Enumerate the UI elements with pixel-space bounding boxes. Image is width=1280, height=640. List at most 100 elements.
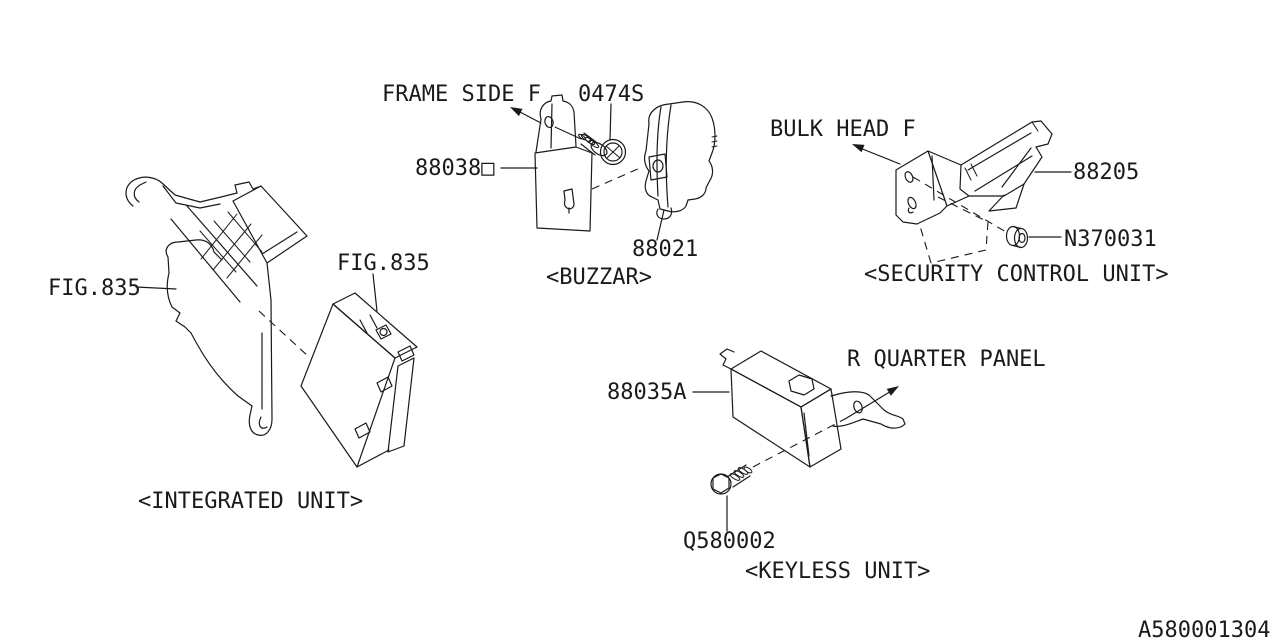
- security-hidden-edge-1: [937, 196, 989, 223]
- module-connector-2: [376, 376, 393, 393]
- keyless-hex-recess: [788, 374, 815, 396]
- keyless-front-face: [730, 368, 811, 468]
- buzzer-88021-label: 88021: [632, 237, 698, 262]
- security-hidden-edge-4: [919, 225, 932, 264]
- security-unit-outline: [959, 120, 1053, 197]
- keyless-left-notch: [719, 348, 735, 370]
- quarter-panel-arrow-shaft: [844, 389, 894, 420]
- bracket-crosshatch-5: [212, 223, 252, 271]
- bracket-right-edge-leg: [248, 262, 273, 436]
- buzzer-88021-drawing: [643, 101, 718, 220]
- label-0474s-leader: [609, 103, 612, 141]
- buzzer-bracket-slot: [563, 188, 575, 210]
- bracket-arm-underside: [162, 185, 221, 209]
- module-top-tick-2: [369, 314, 378, 329]
- bracket-crosshatch-1: [199, 230, 237, 273]
- buzzer-inner-contour-2: [665, 104, 672, 208]
- buzzer-caption: <BUZZAR>: [546, 265, 652, 290]
- module-top-connector-square: [375, 324, 392, 340]
- security-control-unit-section: BULK HEAD F 88205 N370031 <SECURITY CONT…: [770, 117, 1169, 287]
- module-front-face: [300, 303, 396, 468]
- security-unit-tick-1: [964, 167, 972, 181]
- bracket-top-panel: [232, 185, 308, 264]
- screw-shaft-bottom: [580, 143, 596, 156]
- buzzer-section: FRAME SIDE F 0474S 88038□ 88021 <BUZZAR>: [382, 82, 718, 290]
- keyless-unit-caption: <KEYLESS UNIT>: [745, 559, 930, 584]
- bolt-thread-2: [733, 470, 745, 478]
- bracket-arm-inner: [133, 181, 147, 203]
- screw-head-outer: [599, 138, 627, 166]
- security-unit-inner-1: [967, 132, 1032, 171]
- security-unit-tick-2: [970, 163, 978, 177]
- integrated-module-drawing: [300, 292, 418, 468]
- keyless-right-face: [800, 388, 842, 468]
- screw-axis-line: [554, 126, 582, 140]
- screw-0474s-label: 0474S: [578, 82, 644, 107]
- security-bracket-drawing: [895, 150, 948, 225]
- fig-835-left-leader: [135, 286, 177, 290]
- bracket-crosshatch-2: [213, 220, 251, 263]
- bracket-left-lobe: [165, 239, 223, 334]
- fig-835-left-label: FIG.835: [48, 276, 141, 301]
- integrated-bracket-drawing: [125, 176, 308, 436]
- security-assembly-dashed-axis: [912, 176, 1007, 233]
- security-unit-step: [1031, 121, 1039, 132]
- bolt-thread-1: [729, 473, 741, 481]
- fig-835-right-label: FIG.835: [337, 251, 430, 276]
- label-88021-leader: [656, 209, 665, 241]
- buzzer-bracket-drawing: [534, 94, 593, 232]
- buzzer-bracket-flange: [539, 94, 577, 147]
- module-top-tick-1: [359, 319, 368, 334]
- bulk-head-arrow-head: [852, 144, 865, 153]
- nut-edge-bottom: [1012, 244, 1022, 249]
- buzzer-assembly-dashed-line: [591, 167, 641, 190]
- security-control-unit-caption: <SECURITY CONTROL UNIT>: [864, 262, 1169, 287]
- integrated-unit-caption: <INTEGRATED UNIT>: [138, 489, 363, 514]
- frame-side-f-label: FRAME SIDE F: [382, 82, 541, 107]
- buzzer-clamp-hole: [652, 159, 664, 173]
- security-unit-inner-2: [974, 155, 1033, 192]
- buzzer-serration-3: [711, 145, 718, 148]
- bracket-lower-left-curve: [190, 332, 253, 407]
- module-connector-3: [354, 422, 371, 439]
- bolt-q580002-label: Q580002: [683, 529, 776, 554]
- frame-side-arrow-head: [510, 107, 523, 117]
- keyless-front-inner-line: [803, 412, 810, 457]
- bracket-band-edge-1: [186, 205, 258, 287]
- security-plate: [895, 150, 948, 225]
- bracket-88038-label: 88038□: [415, 156, 495, 181]
- screw-head-inner: [603, 142, 623, 162]
- security-plate-hole-2: [907, 196, 917, 210]
- security-unit-inner-3: [1001, 147, 1032, 188]
- security-plate-hole-1: [904, 171, 914, 183]
- module-top-face: [332, 292, 418, 359]
- security-plate-to-unit-top: [927, 150, 962, 166]
- bracket-crosshatch-4: [200, 213, 238, 260]
- bulk-head-f-label: BULK HEAD F: [770, 117, 916, 142]
- buzzer-bracket-side: [535, 118, 542, 153]
- module-connector-bar: [387, 357, 415, 453]
- frame-side-arrow-shaft: [517, 110, 542, 124]
- fig-835-right-leader: [372, 273, 378, 312]
- quarter-panel-arrow-head: [886, 386, 899, 396]
- bulk-head-arrow-shaft: [859, 147, 901, 165]
- security-plate-fold: [931, 155, 935, 201]
- buzzer-clamp: [648, 153, 668, 181]
- security-hidden-edge-3: [930, 249, 987, 264]
- bracket-band-edge-2: [170, 218, 241, 303]
- keyless-mount-tab: [830, 391, 906, 429]
- buzzer-body-outline: [643, 101, 716, 213]
- buzzer-serration-1: [711, 135, 718, 138]
- nut-n370031-drawing: [1005, 225, 1029, 249]
- diagram-id: A580001304: [1138, 618, 1270, 640]
- nut-edge-top: [1012, 225, 1022, 230]
- nut-n370031-label: N370031: [1064, 227, 1157, 252]
- integrated-unit-section: FIG.835 FIG.835 <INTEGRATED UNIT>: [48, 176, 430, 514]
- buzzer-foot: [656, 207, 673, 220]
- keyless-assembly-dashed-line: [752, 418, 846, 468]
- keyless-tab-hole: [853, 400, 863, 414]
- security-hidden-edge-2: [985, 221, 989, 251]
- bracket-foot-hook: [258, 416, 268, 429]
